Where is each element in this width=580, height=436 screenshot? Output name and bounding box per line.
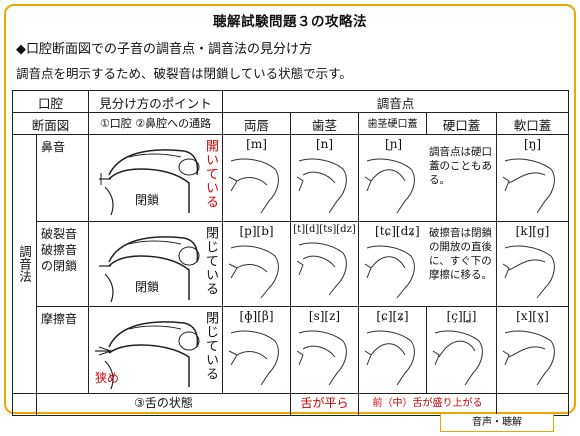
footer-spacer bbox=[12, 393, 37, 416]
lead-heading: ◆口腔断面図での子音の調音点・調音法の見分け方 bbox=[16, 42, 312, 57]
footer-empty bbox=[496, 393, 570, 416]
ipa-plosive-alveolar: [t][d][ts][dz] bbox=[293, 224, 356, 235]
cell-plosive-bilabial: [p][b] bbox=[222, 221, 292, 307]
diagram-closure-label-2: 閉鎖 bbox=[135, 280, 160, 294]
place-velar: 軟口蓋 bbox=[496, 112, 570, 135]
footer-tongue-raised: 前（中）舌が盛り上がる bbox=[358, 393, 498, 416]
ipa-nasal-alveolo-palatal: [ɲ] bbox=[385, 137, 403, 151]
cell-fricative-velar: [x][ɣ] bbox=[496, 306, 570, 394]
cell-nasal-bilabial: [m] bbox=[222, 134, 292, 222]
cell-plosive-palatal: [tɕ][dʑ] 破擦音は閉鎖の開放の直後に、すぐ下の摩擦に移る。 bbox=[358, 221, 498, 307]
cell-fricative-alveolar: [s][z] bbox=[290, 306, 360, 394]
diagram-fricative: 狭め 閉じている bbox=[88, 306, 224, 394]
diagram-narrowing-label: 狭め bbox=[95, 371, 120, 385]
header-oral-section: 口腔 bbox=[11, 90, 90, 113]
ipa-fricative-alveolar: [s][z] bbox=[308, 309, 341, 323]
note-affricate: 破擦音は閉鎖の開放の直後に、すぐ下の摩擦に移る。 bbox=[429, 227, 493, 281]
place-bilabial: 両唇 bbox=[222, 112, 292, 135]
passage-closed-text-2: 閉じている bbox=[203, 311, 219, 381]
diagram-nasal: 閉鎖 開いている bbox=[88, 134, 224, 222]
ipa-fricative-velar: [x][ɣ] bbox=[516, 309, 549, 323]
header-points-sub: ①口腔 ②鼻腔への通路 bbox=[88, 112, 224, 135]
passage-closed-text: 閉じている bbox=[203, 226, 219, 296]
note-nasal: 調音点は硬口蓋のこともある。 bbox=[429, 146, 493, 186]
cell-fricative-alveolo-palatal: [ɕ][ʑ] bbox=[358, 306, 428, 394]
header-points: 見分け方のポイント bbox=[88, 90, 224, 113]
ipa-plosive-bilabial: [p][b] bbox=[239, 224, 274, 238]
cell-plosive-alveolar: [t][d][ts][dz] bbox=[290, 221, 360, 307]
passage-open-text: 開いている bbox=[203, 139, 219, 209]
cell-nasal-alveolar: [n] bbox=[290, 134, 360, 222]
diagram-plosive: 閉鎖 閉じている bbox=[88, 221, 224, 307]
footer-tongue-flat: 舌が平ら bbox=[290, 393, 360, 416]
diagram-closure-label: 閉鎖 bbox=[135, 193, 160, 207]
ipa-fricative-palatal: [ç][ʝ] bbox=[446, 309, 477, 323]
place-alveolar: 歯茎 bbox=[290, 112, 360, 135]
manner-label: 調音法 bbox=[12, 134, 37, 394]
row-label-fricative: 摩擦音 bbox=[35, 306, 90, 394]
ipa-fricative-bilabial: [ɸ][β] bbox=[239, 309, 274, 323]
row-label-nasal: 鼻音 bbox=[35, 134, 90, 222]
footer-tongue-label: ③舌の状態 bbox=[35, 393, 292, 416]
header-diagram: 断面図 bbox=[11, 112, 90, 135]
ipa-plosive-alveolo-palatal: [tɕ][dʑ] bbox=[375, 224, 420, 238]
category-tag: 音声・聴解 bbox=[440, 414, 554, 432]
row-label-plosive: 破裂音 破擦音 の閉鎖 bbox=[35, 221, 90, 307]
page-title: 聴解試験問題３の攻略法 bbox=[213, 14, 367, 30]
header-place: 調音点 bbox=[222, 90, 570, 113]
cell-fricative-palatal: [ç][ʝ] bbox=[426, 306, 498, 394]
place-palatal: 硬口蓋 bbox=[426, 112, 498, 135]
cell-plosive-velar: [k][g] bbox=[496, 221, 570, 307]
ipa-nasal-velar: [ŋ] bbox=[523, 137, 542, 151]
cell-nasal-velar: [ŋ] bbox=[496, 134, 570, 222]
lead-text: 調音点を明示するため、破裂音は閉鎖している状態で示す。 bbox=[16, 66, 352, 81]
place-alveolo-palatal: 歯茎硬口蓋 bbox=[358, 112, 428, 135]
cell-fricative-bilabial: [ɸ][β] bbox=[222, 306, 292, 394]
ipa-nasal-alveolar: [n] bbox=[315, 137, 334, 151]
ipa-nasal-bilabial: [m] bbox=[246, 137, 267, 151]
consonant-table: 口腔 見分け方のポイント 調音点 断面図 ①口腔 ②鼻腔への通路 両唇 歯茎 歯… bbox=[11, 90, 570, 416]
ipa-plosive-velar: [k][g] bbox=[515, 224, 550, 238]
ipa-fricative-alveolo-palatal: [ɕ][ʑ] bbox=[376, 309, 409, 323]
cell-nasal-palatal: [ɲ] 調音点は硬口蓋のこともある。 bbox=[358, 134, 498, 222]
